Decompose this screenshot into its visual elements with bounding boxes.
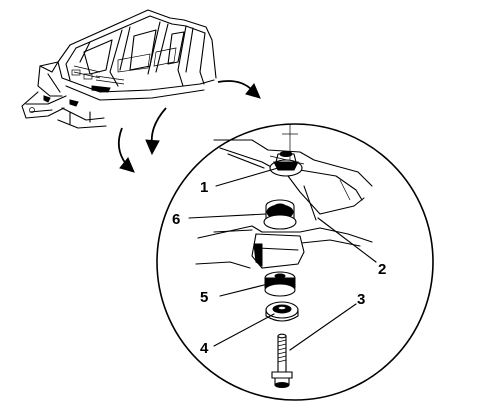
leader-6 bbox=[188, 213, 267, 219]
leader-2 bbox=[317, 217, 377, 263]
callout-1: 1 bbox=[200, 179, 208, 196]
callout-5: 5 bbox=[200, 289, 208, 306]
leader-lines bbox=[188, 167, 377, 351]
body-mount-bolt bbox=[271, 333, 293, 388]
arrow-to-detail-2 bbox=[145, 107, 167, 156]
vehicle-body-frame bbox=[21, 9, 217, 129]
callout-6: 6 bbox=[172, 211, 180, 228]
arrow-to-detail-1 bbox=[217, 80, 261, 99]
lower-cushion bbox=[264, 271, 296, 297]
callout-2: 2 bbox=[378, 261, 386, 278]
frame-rail bbox=[195, 225, 373, 269]
leader-4 bbox=[213, 313, 275, 347]
body-sill bbox=[213, 139, 373, 221]
upper-nut bbox=[269, 124, 303, 177]
frame-bracket bbox=[251, 233, 305, 269]
detail-view-circle bbox=[156, 123, 434, 401]
leader-1 bbox=[215, 167, 279, 187]
arrow-to-detail-3 bbox=[117, 127, 135, 173]
leader-3 bbox=[289, 303, 357, 351]
callout-labels: 1 2 3 4 5 6 bbox=[172, 179, 386, 357]
callout-4: 4 bbox=[200, 340, 209, 357]
callout-3: 3 bbox=[357, 291, 365, 308]
leader-5 bbox=[219, 283, 269, 297]
upper-cushion bbox=[263, 199, 297, 230]
retainer bbox=[265, 301, 299, 322]
